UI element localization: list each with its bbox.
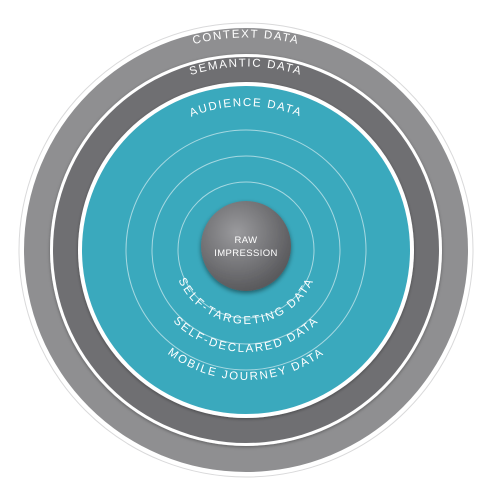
core-label-line2: IMPRESSION <box>214 248 278 259</box>
mobile-journey-ring-line <box>177 181 315 319</box>
core-label-line1: RAW <box>234 235 257 246</box>
raw-impression-core <box>201 201 291 291</box>
self-declared-ring-line <box>151 155 341 345</box>
self-targeting-ring-line <box>125 129 367 371</box>
